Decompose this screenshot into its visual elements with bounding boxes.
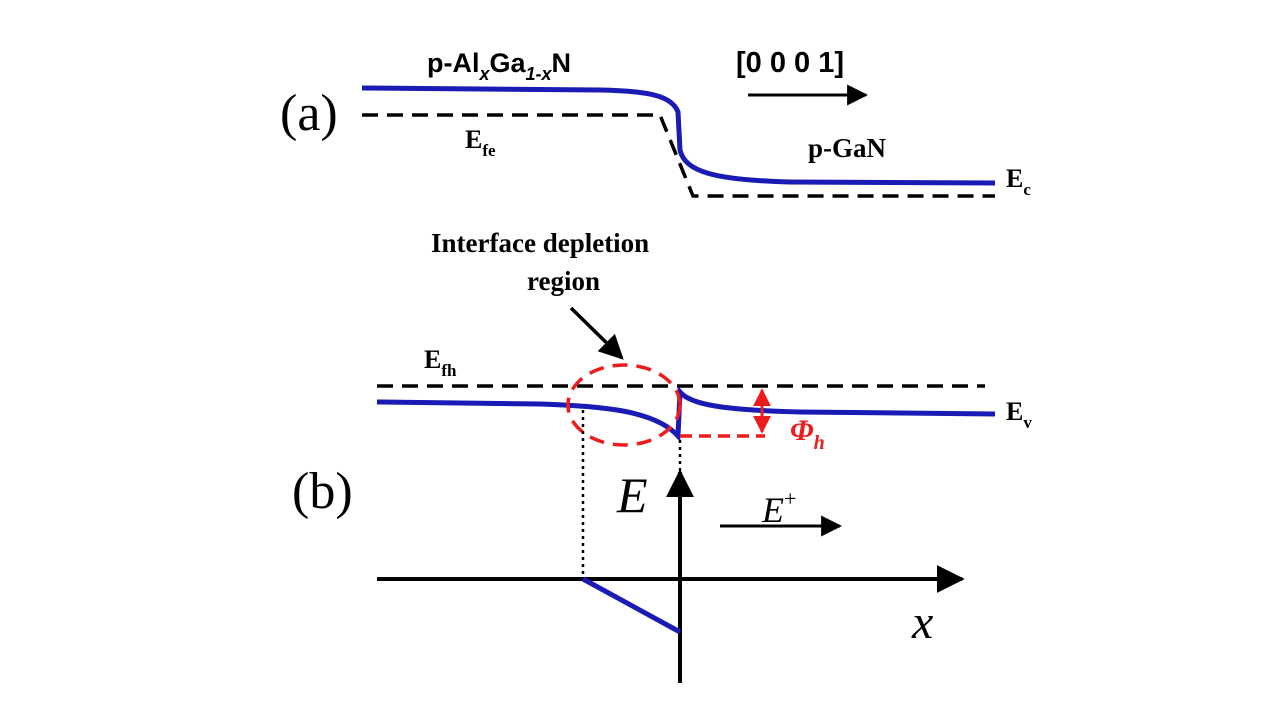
depletion-region-ellipse bbox=[566, 363, 682, 447]
panel-a-label: (a) bbox=[280, 85, 338, 142]
valence-band-curve bbox=[376, 385, 996, 443]
material-right-label: p-GaN bbox=[808, 133, 887, 163]
direction-label: [0 0 0 1] bbox=[736, 47, 844, 79]
material-left-label: p-AlxGa1-xN bbox=[427, 48, 571, 84]
conduction-band-curve bbox=[361, 85, 996, 186]
conduction-band-label: Ec bbox=[1006, 164, 1031, 199]
fermi-label-a: Efe bbox=[465, 125, 496, 160]
fermi-label-b: Efh bbox=[424, 345, 457, 380]
x-axis-label: x bbox=[911, 596, 933, 649]
depletion-label-line1: Interface depletion bbox=[431, 228, 649, 258]
field-direction-label: E+ bbox=[761, 486, 796, 530]
fermi-level-a-dashed bbox=[362, 113, 995, 198]
depletion-label-line2: region bbox=[527, 266, 600, 296]
barrier-height-label: Φh bbox=[790, 414, 825, 454]
field-axis-label: E bbox=[616, 467, 648, 523]
depletion-pointer-arrow bbox=[569, 306, 624, 360]
field-profile-line bbox=[581, 576, 682, 635]
valence-band-label: Ev bbox=[1006, 397, 1032, 432]
panel-b-label: (b) bbox=[292, 463, 353, 520]
